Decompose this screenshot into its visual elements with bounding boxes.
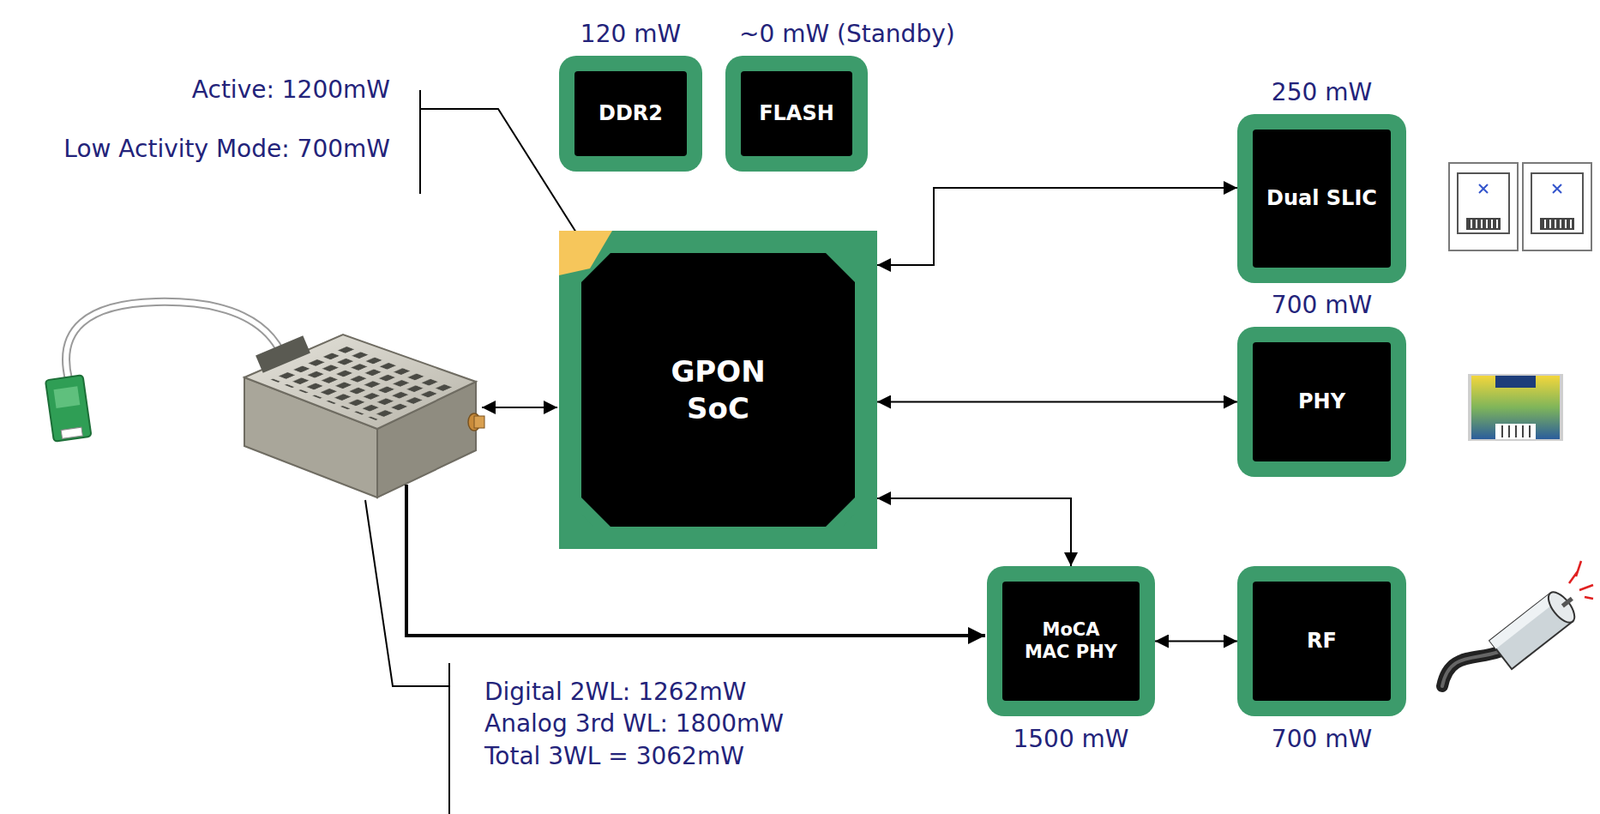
chip-name: Dual SLIC — [1266, 186, 1378, 211]
power-note: Analog 3rd WL: 1800mW — [484, 709, 784, 739]
memory-chip: DDR2120 mW — [559, 55, 703, 172]
power-caption: 1500 mW — [1012, 724, 1129, 754]
chip-name: GPON SoC — [641, 353, 796, 427]
flash-chip: FLASH~0 mW (Standby) — [725, 55, 868, 172]
ethernet-jack-icon — [1467, 373, 1564, 441]
power-caption: 700 mW — [1271, 724, 1372, 754]
connector-arrow — [877, 187, 1238, 265]
phone-jack-icon — [1449, 162, 1592, 251]
chip-die: MoCA MAC PHY — [1002, 581, 1140, 701]
chip-die: RF — [1252, 581, 1391, 701]
chip-die: Dual SLIC — [1252, 129, 1391, 268]
power-note: Low Activity Mode: 700mW — [63, 134, 391, 164]
power-caption: 120 mW — [580, 19, 681, 49]
power-note: Digital 2WL: 1262mW — [484, 677, 746, 707]
rf-chip: RF700 mW — [1237, 565, 1407, 716]
chip-name: FLASH — [758, 101, 835, 127]
power-note: Active: 1200mW — [192, 75, 391, 105]
soc-outline — [559, 230, 878, 549]
moca-chip: MoCA MAC PHY1500 mW — [986, 565, 1155, 716]
chip-name: PHY — [1298, 389, 1346, 415]
connector-arrow — [877, 401, 1238, 404]
power-caption: 250 mW — [1271, 78, 1372, 108]
chip-name: DDR2 — [598, 101, 663, 127]
soc-text-area: GPON SoC — [559, 230, 878, 549]
power-caption: 700 mW — [1271, 290, 1372, 320]
slic-chip: Dual SLIC250 mW — [1237, 114, 1407, 283]
power-caption: ~0 mW (Standby) — [739, 19, 956, 49]
coax-plug-icon — [1442, 560, 1594, 686]
chip-die: DDR2 — [574, 71, 687, 157]
chip-die: FLASH — [740, 71, 853, 157]
connector-arrow — [1154, 640, 1238, 643]
phy-chip: PHY700 mW — [1237, 326, 1407, 477]
connector-arrow — [877, 498, 1071, 566]
chip-name: MoCA MAC PHY — [1022, 619, 1120, 662]
chip-die: PHY — [1252, 342, 1391, 462]
optical-link-arrow — [481, 406, 558, 409]
chip-name: RF — [1306, 628, 1337, 654]
soc-chip: GPON SoC — [559, 230, 878, 549]
power-note: Total 3WL = 3062mW — [484, 741, 745, 771]
optical-transceiver — [45, 301, 485, 498]
